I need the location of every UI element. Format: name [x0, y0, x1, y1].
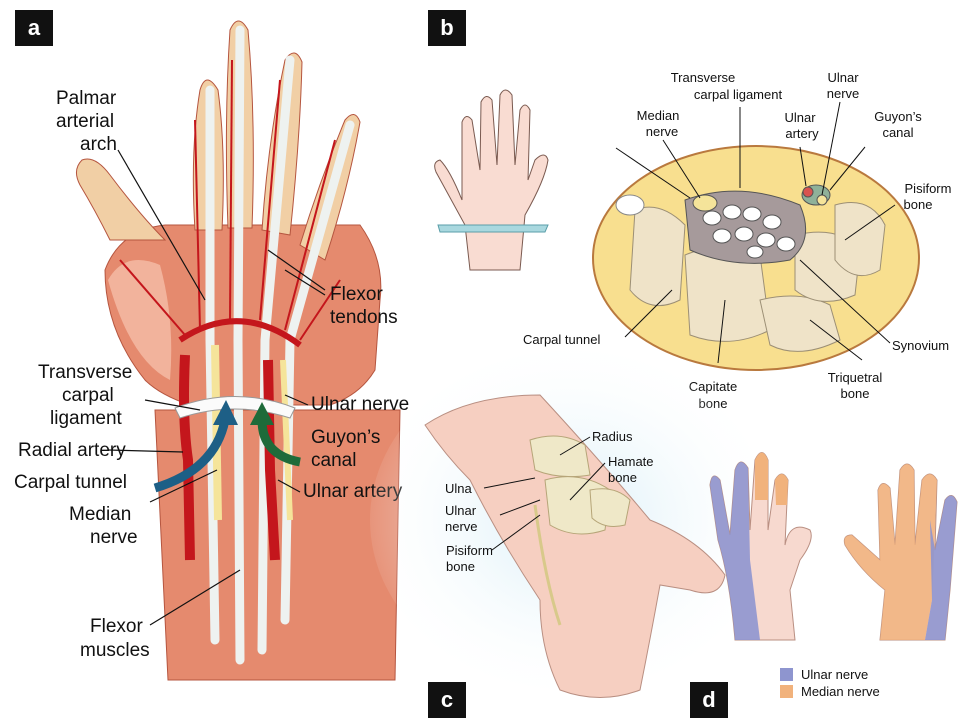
label-b-pisiform-1: Pisiform: [905, 181, 952, 196]
thumb: [76, 159, 165, 240]
median-nerve-section: [693, 195, 717, 211]
label-c-pisiform-1: Pisiform: [446, 543, 493, 558]
label-b-tcl-2: carpal ligament: [694, 87, 783, 102]
label-b-median-2: nerve: [646, 124, 679, 139]
cutting-plane: [438, 225, 548, 232]
label-carpal-tunnel: Carpal tunnel: [14, 472, 127, 493]
label-b-ulnar-nerve-2: nerve: [827, 86, 860, 101]
label-median-1: Median: [69, 504, 131, 525]
panel-tag-b: b: [428, 10, 466, 46]
legend-swatch-median: [780, 685, 793, 698]
label-palmar-arch-1: Palmar: [56, 88, 117, 109]
label-palmar-arch-3: arch: [80, 134, 117, 155]
label-palmar-arch-2: arterial: [56, 111, 114, 132]
legend-swatch-ulnar: [780, 668, 793, 681]
label-c-pisiform-2: bone: [446, 559, 475, 574]
label-guyon-2: canal: [311, 450, 356, 471]
label-b-ulnar-artery-1: Ulnar: [784, 110, 816, 125]
label-b-ulnar-nerve-1: Ulnar: [827, 70, 859, 85]
label-flexor-muscles-1: Flexor: [90, 616, 143, 637]
label-tcl-1: Transverse: [38, 362, 132, 383]
trapezium-tip: [616, 195, 644, 215]
panel-d-illustration: [710, 453, 957, 641]
label-radial-artery: Radial artery: [18, 440, 126, 461]
label-b-guyon-1: Guyon’s: [874, 109, 922, 124]
label-c-ulnar-nerve-1: Ulnar: [445, 503, 477, 518]
label-ulnar-nerve: Ulnar nerve: [311, 394, 409, 415]
label-c-hamate-2: bone: [608, 470, 637, 485]
label-b-ulnar-artery-2: artery: [785, 126, 819, 141]
label-b-median-1: Median: [637, 108, 680, 123]
panel-c-illustration: Radius Hamate bone Ulna Ulnar nerve Pisi…: [370, 350, 770, 698]
label-median-2: nerve: [90, 527, 138, 548]
label-c-ulnar-nerve-2: nerve: [445, 519, 478, 534]
panel-a-illustration: Palmar arterial arch Flexor tendons Tran…: [14, 21, 409, 680]
left-hand-median-zone-1: [755, 453, 768, 501]
legend-ulnar: Ulnar nerve: [780, 667, 868, 682]
panel-tag-c: c: [428, 682, 466, 718]
ulnar-nerve-section: [817, 195, 827, 205]
label-c-ulna: Ulna: [445, 481, 473, 496]
ulnar-artery-section: [803, 187, 813, 197]
label-b-triquetral-2: bone: [841, 386, 870, 401]
small-hand: [435, 90, 548, 270]
label-b-tcl-1: Transverse: [671, 70, 736, 85]
label-b-pisiform-2: bone: [904, 197, 933, 212]
label-b-carpal-tunnel: Carpal tunnel: [523, 332, 600, 347]
label-tcl-2: carpal: [62, 385, 114, 406]
legend-median: Median nerve: [780, 684, 880, 699]
left-hand-median-zone-2: [775, 474, 788, 505]
label-b-synovium: Synovium: [892, 338, 949, 353]
label-c-hamate-1: Hamate: [608, 454, 654, 469]
panel-tag-d: d: [690, 682, 728, 718]
label-tcl-3: ligament: [50, 408, 123, 429]
legend-label-ulnar: Ulnar nerve: [801, 667, 868, 682]
label-flexor-tendons-2: tendons: [330, 307, 398, 328]
label-c-radius: Radius: [592, 429, 633, 444]
panel-tag-a: a: [15, 10, 53, 46]
label-b-triquetral-1: Triquetral: [828, 370, 883, 385]
legend-label-median: Median nerve: [801, 684, 880, 699]
label-b-guyon-2: canal: [882, 125, 913, 140]
label-flexor-tendons-1: Flexor: [330, 284, 383, 305]
label-guyon-1: Guyon’s: [311, 427, 380, 448]
label-flexor-muscles-2: muscles: [80, 640, 150, 661]
